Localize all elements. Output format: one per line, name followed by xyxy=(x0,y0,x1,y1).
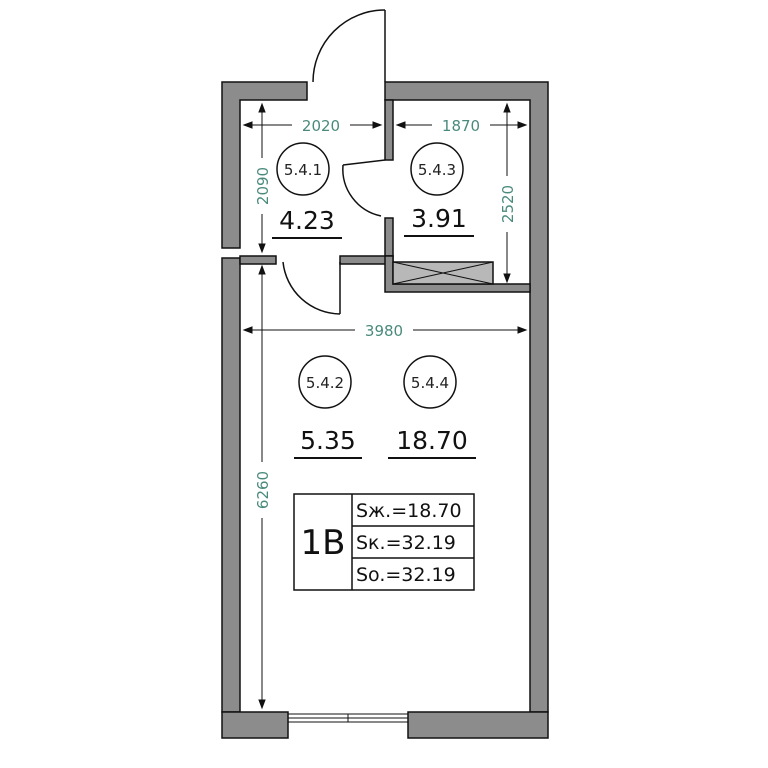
apartment-area-value: Sк.=32.19 xyxy=(356,532,456,554)
room-5-4-4: 5.4.4 18.70 xyxy=(388,355,476,459)
room-area-label: 18.70 xyxy=(396,426,468,455)
dimension-main-height: 6260 xyxy=(254,471,272,509)
wall-bottom-right xyxy=(407,711,549,739)
room-5-4-2: 5.4.2 5.35 xyxy=(294,355,362,459)
dimension-bath-height: 2520 xyxy=(499,185,517,223)
inner-walls xyxy=(239,99,531,293)
outer-walls xyxy=(221,81,549,739)
wall-hall-bath-lower xyxy=(384,217,394,257)
hall-door xyxy=(282,261,341,315)
living-area-value: Sж.=18.70 xyxy=(356,500,462,522)
room-area-label: 5.35 xyxy=(300,426,356,455)
room-id-label: 5.4.2 xyxy=(306,374,344,392)
room-5-4-1: 5.4.1 4.23 xyxy=(272,142,342,239)
wall-hall-bath-upper xyxy=(384,99,394,161)
dimension-lines xyxy=(242,102,528,710)
entry-door xyxy=(312,9,386,83)
dimension-bath-width: 1870 xyxy=(442,117,480,135)
room-id-label: 5.4.4 xyxy=(411,374,449,392)
room-area-label: 3.91 xyxy=(411,204,467,233)
bathroom-door xyxy=(342,159,386,217)
wall-left-main xyxy=(221,257,241,713)
dimension-main-width: 3980 xyxy=(365,322,403,340)
room-5-4-3: 5.4.3 3.91 xyxy=(404,142,474,237)
room-id-circle xyxy=(403,355,457,409)
wall-bottom-left xyxy=(221,711,289,739)
room-id-label: 5.4.3 xyxy=(418,161,456,179)
dimension-hall-width: 2020 xyxy=(302,117,340,135)
wall-bath-bottom xyxy=(384,255,531,293)
room-id-label: 5.4.1 xyxy=(284,161,322,179)
wall-left-top xyxy=(221,81,308,249)
unit-type-label: 1B xyxy=(301,523,346,563)
room-id-circle xyxy=(276,142,330,196)
window xyxy=(288,713,408,723)
area-summary-table: 1B Sж.=18.70 Sк.=32.19 So.=32.19 xyxy=(293,493,475,591)
room-area-label: 4.23 xyxy=(279,206,335,235)
ventilation-shaft xyxy=(392,261,494,285)
room-id-circle xyxy=(410,142,464,196)
total-area-value: So.=32.19 xyxy=(356,564,456,586)
dimension-hall-height: 2090 xyxy=(254,167,272,205)
room-id-circle xyxy=(298,355,352,409)
wall-partition-left xyxy=(239,255,277,265)
